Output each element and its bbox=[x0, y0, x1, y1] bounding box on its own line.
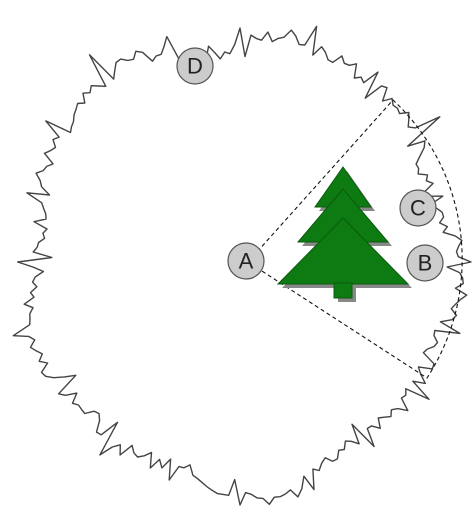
marker-c-label: C bbox=[410, 196, 426, 221]
marker-d: D bbox=[177, 48, 213, 84]
marker-a-label: A bbox=[239, 249, 254, 274]
tree-icon bbox=[278, 167, 412, 302]
marker-c: C bbox=[400, 190, 436, 226]
marker-a: A bbox=[228, 243, 264, 279]
marker-d-label: D bbox=[187, 54, 203, 79]
marker-b: B bbox=[407, 245, 443, 281]
marker-b-label: B bbox=[418, 251, 433, 276]
